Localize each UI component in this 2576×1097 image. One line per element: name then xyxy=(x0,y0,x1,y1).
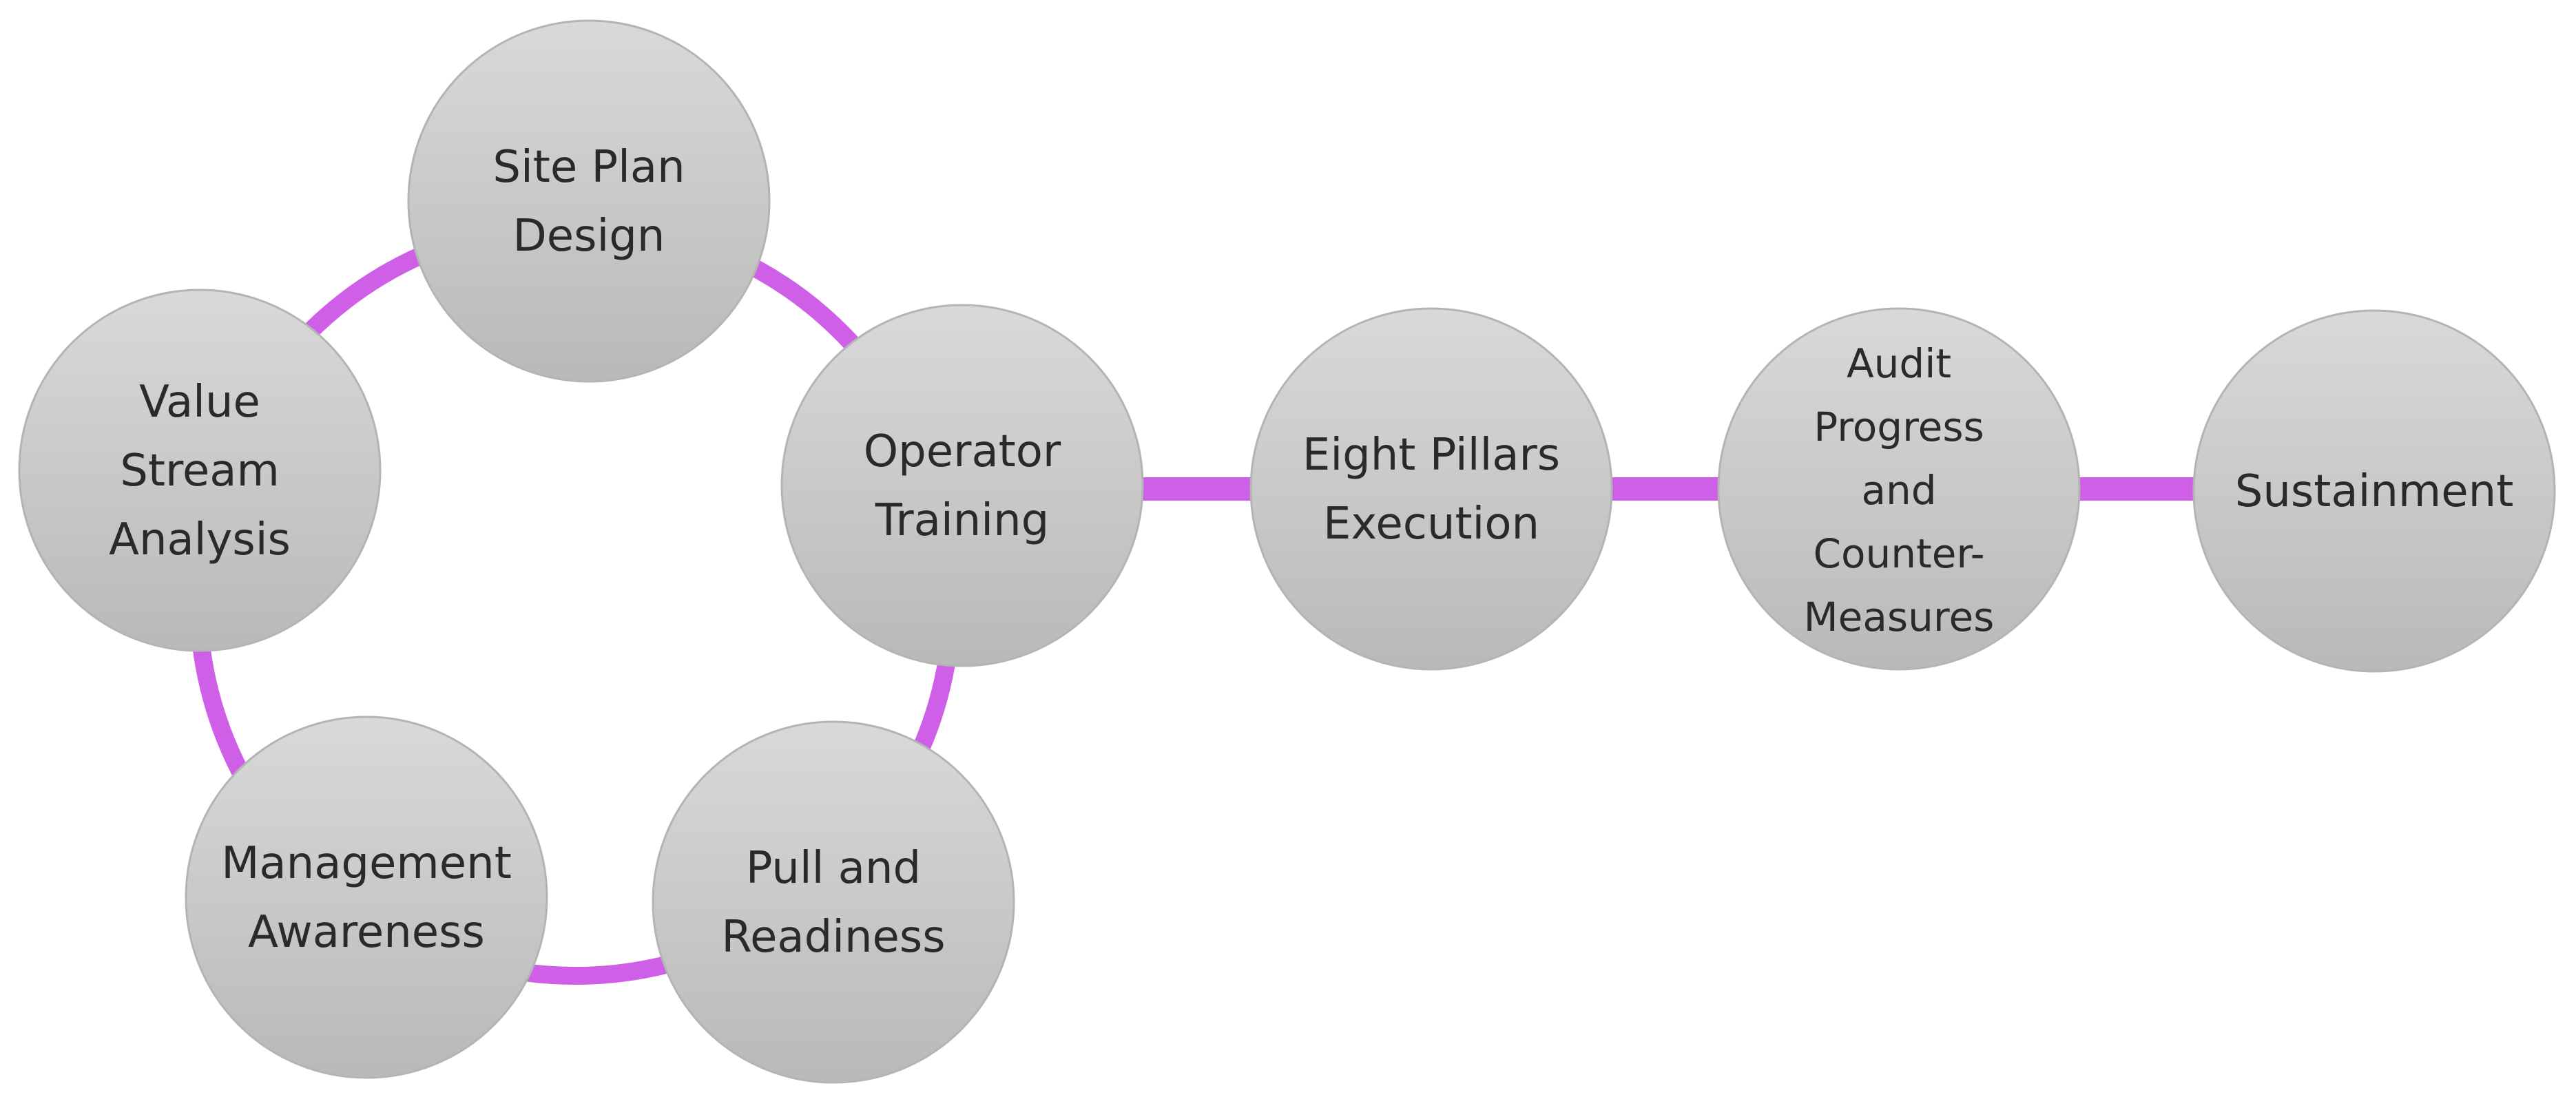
node-value-stream-analysis-circle xyxy=(18,289,382,652)
node-label-line: Pull and xyxy=(746,843,921,894)
node-pull-and-readiness-circle xyxy=(652,720,1015,1084)
node-operator-training-circle xyxy=(780,304,1144,667)
node-sustainment-label: Sustainment xyxy=(2235,466,2514,517)
node-label-line: Awareness xyxy=(248,907,485,958)
node-sustainment-circle xyxy=(2192,309,2556,673)
node-label-line: Value xyxy=(139,377,260,428)
node-audit-progress-circle xyxy=(1717,307,2081,671)
node-label-line: Audit xyxy=(1847,340,1951,387)
node-site-plan-design-circle xyxy=(407,19,771,383)
node-label-line: Eight Pillars xyxy=(1302,430,1560,481)
node-label-line: Execution xyxy=(1323,499,1539,550)
node-label-line: Stream xyxy=(120,446,280,497)
node-label-line: Operator xyxy=(864,426,1061,477)
node-label-line: Design xyxy=(513,211,665,262)
node-label-line: Readiness xyxy=(721,912,945,963)
node-label-line: and xyxy=(1861,467,1936,514)
node-label-line: Measures xyxy=(1804,594,1995,640)
node-eight-pillars-execution-circle xyxy=(1249,307,1613,671)
node-label-line: Site Plan xyxy=(492,142,685,193)
node-label-line: Progress xyxy=(1814,404,1984,450)
node-label-line: Sustainment xyxy=(2235,466,2514,517)
node-label-line: Analysis xyxy=(109,514,291,565)
node-label-line: Management xyxy=(221,838,512,889)
node-label-line: Training xyxy=(875,495,1050,546)
node-management-awareness-circle xyxy=(185,715,548,1079)
node-label-line: Counter- xyxy=(1814,530,1985,577)
node-sustainment: Sustainment xyxy=(2192,309,2556,673)
